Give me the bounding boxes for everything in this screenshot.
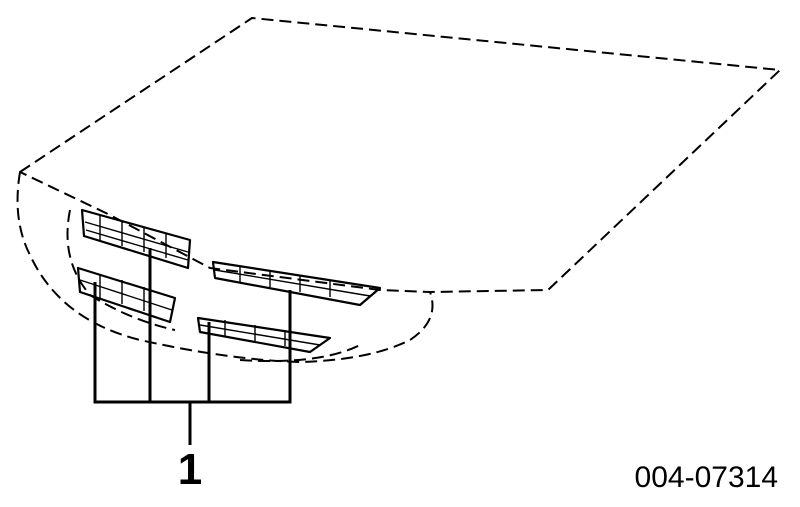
grille-upper-left — [80, 208, 192, 270]
callout-leader-lines — [93, 248, 292, 445]
bumper-side-curve — [239, 344, 361, 362]
grille-upper-right — [211, 260, 382, 307]
callout-number: 1 — [177, 445, 203, 494]
bumper-outline — [16, 171, 434, 363]
grille-lower-right — [196, 316, 332, 354]
reference-code: 004-07314 — [634, 461, 778, 494]
